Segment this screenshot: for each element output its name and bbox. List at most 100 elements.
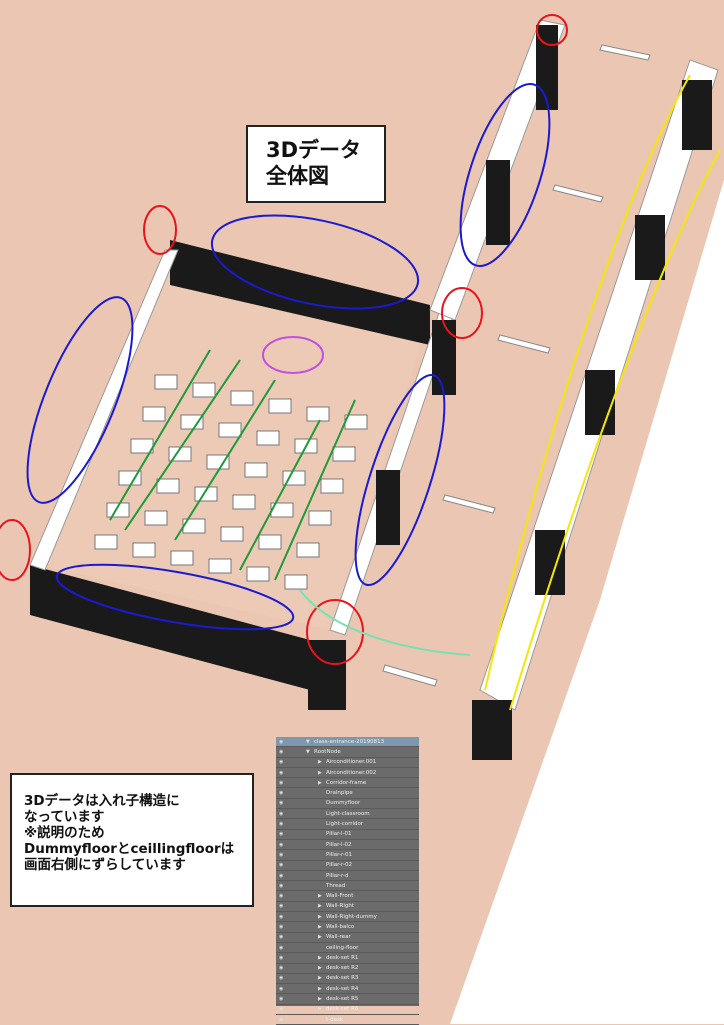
note-box: 3Dデータは入れ子構造に なっています ※説明のため Dummyfloorとce…: [10, 773, 254, 907]
eye-icon[interactable]: ◉: [279, 1006, 284, 1013]
eye-icon[interactable]: ◉: [279, 893, 284, 900]
chevron-right-icon[interactable]: ▶: [318, 996, 322, 1003]
layer-row[interactable]: ◉▶Airconditioner.001: [276, 758, 419, 768]
eye-icon[interactable]: ◉: [279, 748, 284, 755]
chevron-right-icon[interactable]: ▶: [318, 1006, 322, 1013]
chevron-right-icon[interactable]: ▶: [318, 965, 322, 972]
layer-row[interactable]: ◉▶desk-set R4: [276, 984, 419, 995]
eye-icon[interactable]: ◉: [279, 1016, 284, 1023]
desk: [230, 390, 254, 406]
eye-icon[interactable]: ◉: [279, 738, 284, 745]
pillar: [585, 370, 615, 435]
eye-icon[interactable]: ◉: [279, 800, 284, 807]
eye-icon[interactable]: ◉: [279, 913, 284, 920]
title-line-2: 全体図: [266, 164, 329, 188]
pillar: [486, 160, 510, 245]
eye-icon[interactable]: ◉: [279, 923, 284, 930]
back-wall: [170, 240, 430, 345]
layer-row[interactable]: ◉▶desk-set R1: [276, 953, 419, 964]
layer-row[interactable]: ◉ Pillar-l-01: [276, 830, 419, 840]
desk: [154, 374, 178, 390]
layer-row[interactable]: ◉ Light-corridor: [276, 819, 419, 830]
eye-icon[interactable]: ◉: [279, 965, 284, 972]
chevron-right-icon[interactable]: ▶: [318, 913, 322, 920]
layer-row[interactable]: ◉Thread: [276, 881, 419, 892]
desk: [180, 414, 204, 430]
layer-label: Light-corridor: [326, 821, 364, 828]
layer-label: Corridor-frame: [326, 779, 367, 786]
chevron-right-icon[interactable]: ▶: [318, 975, 322, 982]
layer-row[interactable]: ◉ ▶ Corridor-frame: [276, 778, 419, 789]
chevron-right-icon[interactable]: ▶: [318, 985, 322, 992]
layer-row[interactable]: ◉ ▶ Wall-Front: [276, 891, 419, 902]
chevron-right-icon[interactable]: ▶: [318, 759, 322, 766]
annotation-circles: [0, 14, 721, 711]
eye-icon[interactable]: ◉: [279, 759, 284, 766]
eye-icon[interactable]: ◉: [279, 882, 284, 889]
chevron-right-icon[interactable]: ▶: [318, 934, 322, 941]
eye-icon[interactable]: ◉: [279, 769, 284, 776]
layer-label: Wall-Front: [326, 893, 354, 900]
eye-icon[interactable]: ◉: [279, 934, 284, 941]
layer-label: Airconditioner.002: [326, 769, 377, 776]
eye-icon[interactable]: ◉: [279, 903, 284, 910]
eye-icon[interactable]: ◉: [279, 872, 284, 879]
note-line: 3Dデータは入れ子構造に: [24, 793, 180, 809]
chevron-right-icon[interactable]: ▶: [318, 903, 322, 910]
desk: [284, 574, 308, 590]
chevron-right-icon[interactable]: ▶: [318, 954, 322, 961]
layer-row[interactable]: ◉ ▶ desk-set R2: [276, 964, 419, 974]
desk: [170, 550, 194, 566]
eye-icon[interactable]: ◉: [279, 954, 284, 961]
layer-row[interactable]: ◉Light-classroom: [276, 809, 419, 820]
layer-row-root[interactable]: ◉ ▼ class-entrance-20190813: [276, 737, 419, 748]
title-line-1: 3Dデータ: [266, 138, 362, 162]
layer-row[interactable]: ◉▶Wall-Right: [276, 902, 419, 913]
chevron-right-icon[interactable]: ▶: [318, 923, 322, 930]
eye-icon[interactable]: ◉: [279, 821, 284, 828]
eye-icon[interactable]: ◉: [279, 985, 284, 992]
desk: [206, 454, 230, 470]
layer-row[interactable]: ◉▶Wall-rear: [276, 933, 419, 943]
desk-grid: [94, 374, 368, 590]
chevron-down-icon[interactable]: ▼: [306, 748, 310, 755]
layer-label: Wall-Right-dummy: [326, 913, 377, 920]
eye-icon[interactable]: ◉: [279, 944, 284, 951]
chevron-right-icon[interactable]: ▶: [318, 769, 322, 776]
desk: [256, 430, 280, 446]
layer-row[interactable]: ◉ceiling-floor: [276, 943, 419, 954]
layer-row[interactable]: ◉ Pillar-r-02: [276, 861, 419, 871]
eye-icon[interactable]: ◉: [279, 862, 284, 869]
layer-row[interactable]: ◉Pillar-l-02: [276, 840, 419, 851]
corridor-lights: [382, 44, 651, 687]
layer-row[interactable]: ◉Drainpipe: [276, 788, 419, 799]
eye-icon[interactable]: ◉: [279, 996, 284, 1003]
layer-row[interactable]: ◉ ▶ Wall-Right-dummy: [276, 912, 419, 923]
desk: [246, 566, 270, 582]
eye-icon[interactable]: ◉: [279, 851, 284, 858]
eye-icon[interactable]: ◉: [279, 841, 284, 848]
layer-row[interactable]: ◉ ▶ Airconditioner.002: [276, 768, 419, 779]
layer-label: Pillar-r-02: [326, 862, 352, 869]
chevron-down-icon[interactable]: ▼: [306, 738, 310, 745]
layer-row[interactable]: ◉▶desk-set R3: [276, 974, 419, 985]
layer-row[interactable]: ◉▶desk-set R5: [276, 994, 419, 1005]
desk: [306, 406, 330, 422]
layer-row[interactable]: ◉Pillar-r-01: [276, 850, 419, 861]
eye-icon[interactable]: ◉: [279, 779, 284, 786]
layer-row[interactable]: ◉▶Wall-balco: [276, 922, 419, 933]
eye-icon[interactable]: ◉: [279, 831, 284, 838]
eye-icon[interactable]: ◉: [279, 975, 284, 982]
layer-row[interactable]: ◉Pillar-r-d: [276, 871, 419, 882]
layer-row[interactable]: ◉▶desk-set R6: [276, 1005, 419, 1016]
layer-row[interactable]: ◉Dummyfloor: [276, 799, 419, 810]
eye-icon[interactable]: ◉: [279, 790, 284, 797]
layer-label: RootNode: [314, 748, 341, 755]
layer-label: Pillar-l-01: [326, 831, 352, 838]
chevron-right-icon[interactable]: ▶: [318, 893, 322, 900]
chevron-right-icon[interactable]: ▶: [318, 779, 322, 786]
layer-label: desk-set R2: [326, 965, 359, 972]
eye-icon[interactable]: ◉: [279, 810, 284, 817]
layer-row[interactable]: ◉ ▼ RootNode: [276, 747, 419, 758]
